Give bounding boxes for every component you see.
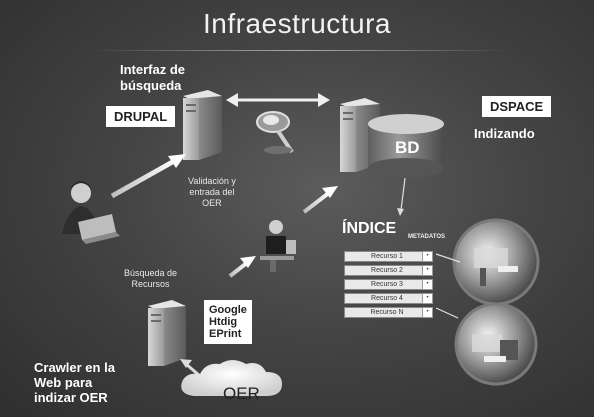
label-busqueda-line1: Búsqueda de [124,268,178,278]
label-busqueda-line2: Recursos [131,279,170,289]
label-oer: OER [223,384,260,403]
label-interfaz-line2: búsqueda [120,78,182,93]
metadata-button: • [422,307,433,318]
user-desk-icon [260,220,296,272]
label-validacion-line3: OER [202,198,222,208]
tool-eprint: EPrint [209,328,242,340]
lens-photo-top-icon [452,218,540,306]
label-crawler-line1: Crawler en la [34,360,115,375]
label-validacion-line1: Validación y [188,176,236,186]
index-item-recurso-n: Recurso N [344,307,430,318]
label-dspace: DSPACE [482,96,552,117]
label-indizando: Indizando [474,126,535,141]
label-validacion: Validación y entrada del OER [188,176,236,209]
label-metadatos: METADATOS [408,234,445,240]
label-busqueda-recursos: Búsqueda de Recursos [124,268,177,290]
double-arrow-icon [226,93,330,107]
title-underline [90,50,510,51]
label-crawler: Crawler en la Web para indizar OER [34,360,115,405]
index-item-recurso-4: Recurso 4 [344,293,430,304]
label-crawler-line2: Web para [34,375,93,390]
arrow-user-to-drupal [110,154,186,199]
label-bd: BD [395,138,420,157]
label-tools: Google Htdig EPrint [204,300,252,344]
label-crawler-line3: indizar OER [34,390,108,405]
metadata-button: • [422,251,433,262]
index-item-recurso-1: Recurso 1 [344,251,430,262]
database-icon [368,114,444,178]
arrow-oer-to-crawler [180,359,201,378]
tool-htdig: Htdig [209,316,238,328]
index-item-recurso-3: Recurso 3 [344,279,430,290]
index-connector-lines [435,253,461,319]
slide-title: Infraestructura [202,8,392,39]
server-crawler-icon [148,300,186,366]
metadata-button: • [422,293,433,304]
label-indice: ÍNDICE [342,220,397,237]
cloud-icon [181,360,282,396]
lens-photo-bottom-icon [454,302,538,386]
tool-google: Google [209,304,247,316]
label-interfaz-line1: Interfaz de [120,62,186,77]
arrow-search-to-user [228,256,256,278]
index-item-recurso-2: Recurso 2 [344,265,430,276]
arrow-validation-to-dspace [302,186,338,214]
arrow-bd-to-indice [397,177,406,216]
metadata-button: • [422,265,433,276]
server-drupal-icon [183,90,222,160]
magnifier-icon [256,111,294,154]
metadata-button: • [422,279,433,290]
label-drupal: DRUPAL [106,106,176,127]
label-interfaz: Interfaz de búsqueda [120,62,185,94]
user-laptop-icon [62,181,120,244]
label-validacion-line2: entrada del [189,187,235,197]
